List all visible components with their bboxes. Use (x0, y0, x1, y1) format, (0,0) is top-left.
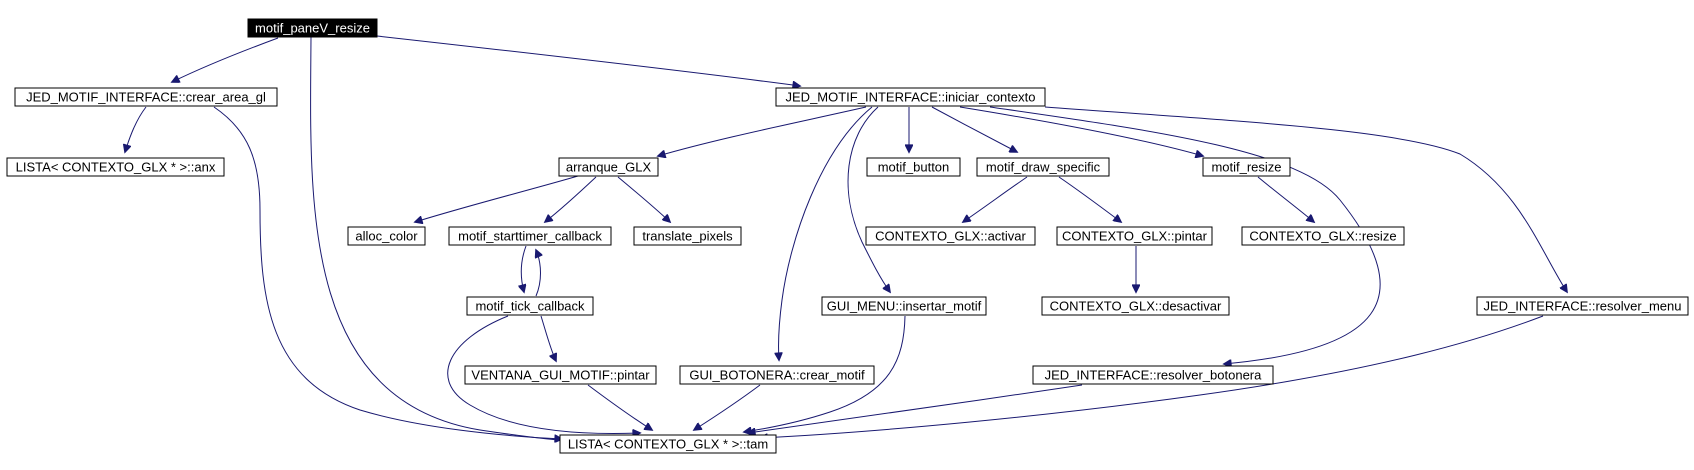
edge-ventana_pintar-to-tam (587, 384, 652, 430)
node-label: GUI_BOTONERA::crear_motif (689, 368, 865, 383)
node-label: motif_draw_specific (986, 160, 1101, 175)
node-arranque_GLX[interactable]: arranque_GLX (558, 157, 659, 177)
edge-iniciar_contexto-to-motif_resize (959, 106, 1203, 156)
node-resolver_botonera[interactable]: JED_INTERFACE::resolver_botonera (1032, 365, 1274, 385)
node-label: alloc_color (355, 229, 418, 244)
node-crear_area_gl[interactable]: JED_MOTIF_INTERFACE::crear_area_gl (14, 87, 278, 107)
node-box[interactable] (1476, 296, 1689, 316)
edge-crear_area_gl-to-anx (125, 106, 147, 152)
node-label: CONTEXTO_GLX::activar (875, 229, 1026, 244)
edge-iniciar_contexto-to-crear_motif (778, 106, 873, 360)
edge-iniciar_contexto-to-resolver_botonera (989, 106, 1381, 364)
edge-crear_motif-to-tam (694, 384, 761, 430)
node-anx[interactable]: LISTA< CONTEXTO_GLX * >::anx (6, 157, 225, 177)
edges-layer (125, 35, 1567, 441)
node-motif_resize[interactable]: motif_resize (1202, 157, 1291, 177)
node-label: JED_MOTIF_INTERFACE::crear_area_gl (26, 90, 266, 105)
edge-iniciar_contexto-to-motif_draw_specific (931, 106, 1017, 152)
node-label: translate_pixels (642, 229, 733, 244)
node-motif_button[interactable]: motif_button (866, 157, 961, 177)
node-box[interactable] (448, 226, 612, 246)
node-iniciar_contexto[interactable]: JED_MOTIF_INTERFACE::iniciar_contexto (775, 87, 1046, 107)
node-label: LISTA< CONTEXTO_GLX * >::tam (568, 437, 768, 452)
node-label: motif_starttimer_callback (458, 229, 602, 244)
node-box[interactable] (821, 296, 987, 316)
edge-motif_draw_specific-to-pintar_glx (1058, 176, 1121, 222)
node-label: CONTEXTO_GLX::pintar (1062, 229, 1208, 244)
edge-arranque_GLX-to-translate_pixels (617, 176, 670, 222)
node-pintar_glx[interactable]: CONTEXTO_GLX::pintar (1056, 226, 1213, 246)
node-box[interactable] (865, 226, 1036, 246)
edge-arranque_GLX-to-alloc_color (415, 175, 579, 222)
node-translate_pixels[interactable]: translate_pixels (633, 226, 742, 246)
node-insertar_motif[interactable]: GUI_MENU::insertar_motif (821, 296, 987, 316)
node-box[interactable] (466, 296, 594, 316)
edge-motif_tick_callback-to-tam (447, 315, 640, 434)
edge-iniciar_contexto-to-resolver_menu (1044, 106, 1567, 292)
edge-iniciar_contexto-to-insertar_motif (847, 106, 890, 292)
node-motif_paneV_resize[interactable]: motif_paneV_resize (247, 18, 378, 38)
node-box[interactable] (775, 87, 1046, 107)
node-box[interactable] (464, 365, 657, 385)
edge-motif_draw_specific-to-activar (963, 176, 1028, 222)
node-box[interactable] (1041, 296, 1230, 316)
node-label: arranque_GLX (566, 160, 652, 175)
node-box[interactable] (559, 434, 777, 454)
node-label: JED_INTERFACE::resolver_botonera (1045, 368, 1263, 383)
node-box[interactable] (14, 87, 278, 107)
node-motif_starttimer_callback[interactable]: motif_starttimer_callback (448, 226, 612, 246)
edge-motif_starttimer_callback-to-motif_tick_callback (521, 245, 526, 292)
node-tam[interactable]: LISTA< CONTEXTO_GLX * >::tam (559, 434, 777, 454)
node-crear_motif[interactable]: GUI_BOTONERA::crear_motif (679, 365, 875, 385)
edge-resolver_botonera-to-tam (748, 384, 1083, 433)
edge-motif_paneV_resize-to-iniciar_contexto (376, 35, 800, 86)
node-box[interactable] (1202, 157, 1291, 177)
edge-motif_tick_callback-to-motif_starttimer_callback (536, 250, 541, 297)
edge-resolver_menu-to-tam (760, 315, 1544, 438)
node-label: VENTANA_GUI_MOTIF::pintar (471, 368, 650, 383)
node-label: LISTA< CONTEXTO_GLX * >::anx (16, 160, 216, 175)
node-box[interactable] (633, 226, 742, 246)
node-box[interactable] (558, 157, 659, 177)
node-box[interactable] (6, 157, 225, 177)
edge-motif_resize-to-resize_glx (1257, 176, 1314, 222)
node-label: motif_tick_callback (475, 299, 585, 314)
node-box[interactable] (866, 157, 961, 177)
node-label: GUI_MENU::insertar_motif (827, 299, 982, 314)
node-desactivar[interactable]: CONTEXTO_GLX::desactivar (1041, 296, 1230, 316)
node-resolver_menu[interactable]: JED_INTERFACE::resolver_menu (1476, 296, 1689, 316)
node-label: CONTEXTO_GLX::desactivar (1050, 299, 1222, 314)
node-motif_draw_specific[interactable]: motif_draw_specific (976, 157, 1110, 177)
node-box[interactable] (347, 226, 426, 246)
nodes-layer: motif_paneV_resizeJED_MOTIF_INTERFACE::c… (6, 18, 1689, 454)
node-resize_glx[interactable]: CONTEXTO_GLX::resize (1241, 226, 1405, 246)
edge-crear_area_gl-to-tam (213, 106, 562, 439)
edge-iniciar_contexto-to-arranque_GLX (658, 106, 867, 156)
node-box[interactable] (976, 157, 1110, 177)
node-box[interactable] (1032, 365, 1274, 385)
node-box[interactable] (247, 18, 378, 38)
node-alloc_color[interactable]: alloc_color (347, 226, 426, 246)
edge-insertar_motif-to-tam (744, 315, 906, 432)
node-box[interactable] (1241, 226, 1405, 246)
node-label: motif_resize (1211, 160, 1281, 175)
node-label: JED_MOTIF_INTERFACE::iniciar_contexto (786, 90, 1036, 105)
node-label: motif_button (878, 160, 950, 175)
node-label: JED_INTERFACE::resolver_menu (1484, 299, 1682, 314)
edge-motif_paneV_resize-to-crear_area_gl (172, 37, 279, 82)
node-activar[interactable]: CONTEXTO_GLX::activar (865, 226, 1036, 246)
edge-motif_tick_callback-to-ventana_pintar (540, 315, 556, 361)
node-label: motif_paneV_resize (255, 21, 370, 36)
edge-arranque_GLX-to-motif_starttimer_callback (545, 176, 597, 222)
node-box[interactable] (1056, 226, 1213, 246)
node-ventana_pintar[interactable]: VENTANA_GUI_MOTIF::pintar (464, 365, 657, 385)
node-box[interactable] (679, 365, 875, 385)
node-label: CONTEXTO_GLX::resize (1249, 229, 1396, 244)
node-motif_tick_callback[interactable]: motif_tick_callback (466, 296, 594, 316)
